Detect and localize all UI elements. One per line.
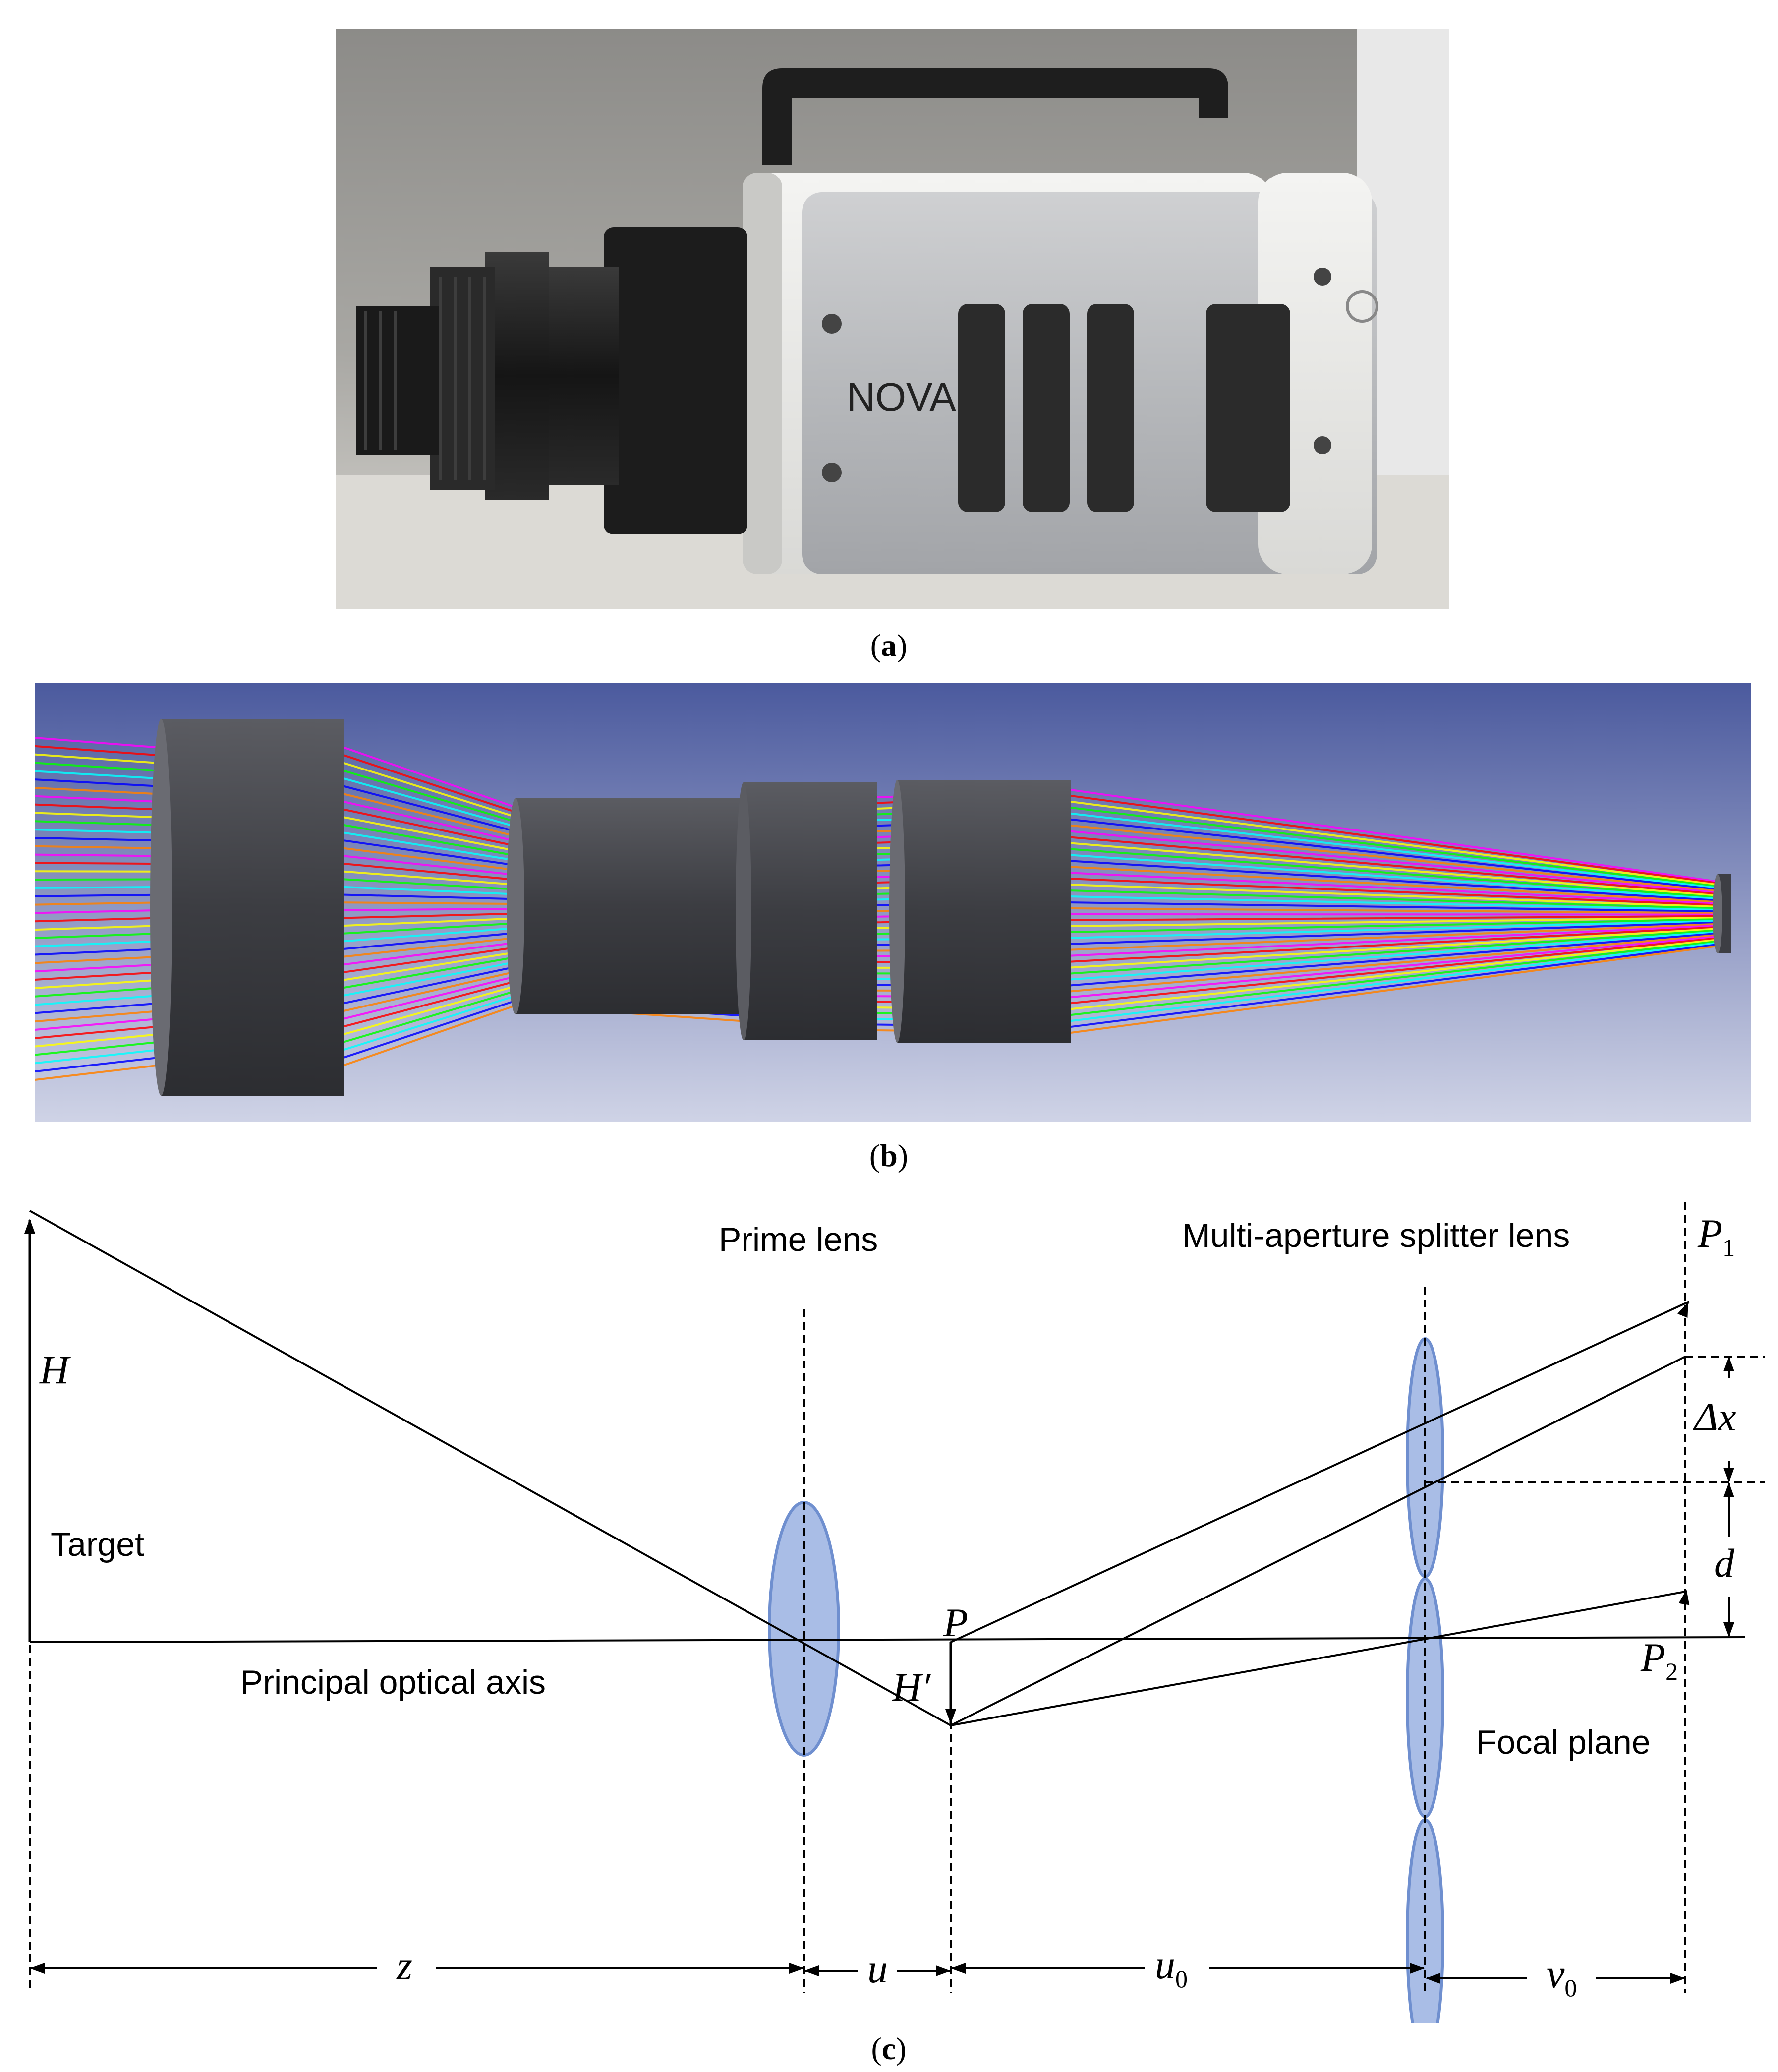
optical-schematic: Prime lens Multi-aperture splitter lens … [24, 1202, 1765, 2059]
p1-arrow [1677, 1302, 1689, 1318]
vent [1087, 304, 1134, 512]
u-label: u [867, 1946, 888, 1991]
raytrace-panel-b [34, 683, 1751, 1122]
sensor [1713, 874, 1731, 953]
caption-b: (b) [869, 1138, 909, 1173]
lens-element-3 [736, 782, 877, 1040]
P1-label: P1 [1697, 1211, 1735, 1261]
camera-photo: NOVA [336, 29, 1449, 609]
vent [1206, 304, 1290, 512]
z-label: z [396, 1943, 412, 1988]
lens-element-2 [507, 798, 744, 1014]
H-label: H [39, 1347, 71, 1392]
lens-element-4 [889, 780, 1071, 1043]
ray-p-to-p1 [950, 1301, 1690, 1643]
delta-x-label: Δx [1693, 1394, 1736, 1439]
H-prime-label: H′ [892, 1664, 931, 1710]
v0-label: v0 [1547, 1951, 1577, 2002]
principal-axis-label: Principal optical axis [240, 1663, 546, 1701]
lens-element-1 [150, 719, 344, 1096]
d-label: d [1714, 1540, 1735, 1586]
p2-arrow [1678, 1590, 1690, 1605]
ray-lower [950, 1591, 1686, 1726]
photo-panel-a: NOVA [336, 29, 1449, 609]
chief-ray [29, 1210, 951, 1726]
P2-label: P2 [1640, 1635, 1678, 1685]
vent [958, 304, 1005, 512]
P-label: P [943, 1600, 968, 1645]
caption-c: (c) [871, 2031, 907, 2066]
splitter-lens-label: Multi-aperture splitter lens [1182, 1217, 1570, 1254]
brand-label: NOVA [847, 375, 956, 419]
target-label: Target [51, 1526, 144, 1563]
handle [762, 68, 1228, 165]
lens-mount [604, 227, 747, 534]
caption-a: (a) [870, 628, 908, 663]
u0-label: u0 [1155, 1942, 1188, 1993]
schematic-panel-c: Prime lens Multi-aperture splitter lens … [0, 1180, 1778, 2059]
vent [1023, 304, 1070, 512]
ray-upper [950, 1356, 1686, 1726]
principal-optical-axis [29, 1636, 1745, 1643]
prime-lens-label: Prime lens [719, 1221, 878, 1258]
raytrace-render [34, 683, 1751, 1122]
focal-plane-label: Focal plane [1476, 1723, 1651, 1761]
lens-barrel [485, 252, 549, 500]
